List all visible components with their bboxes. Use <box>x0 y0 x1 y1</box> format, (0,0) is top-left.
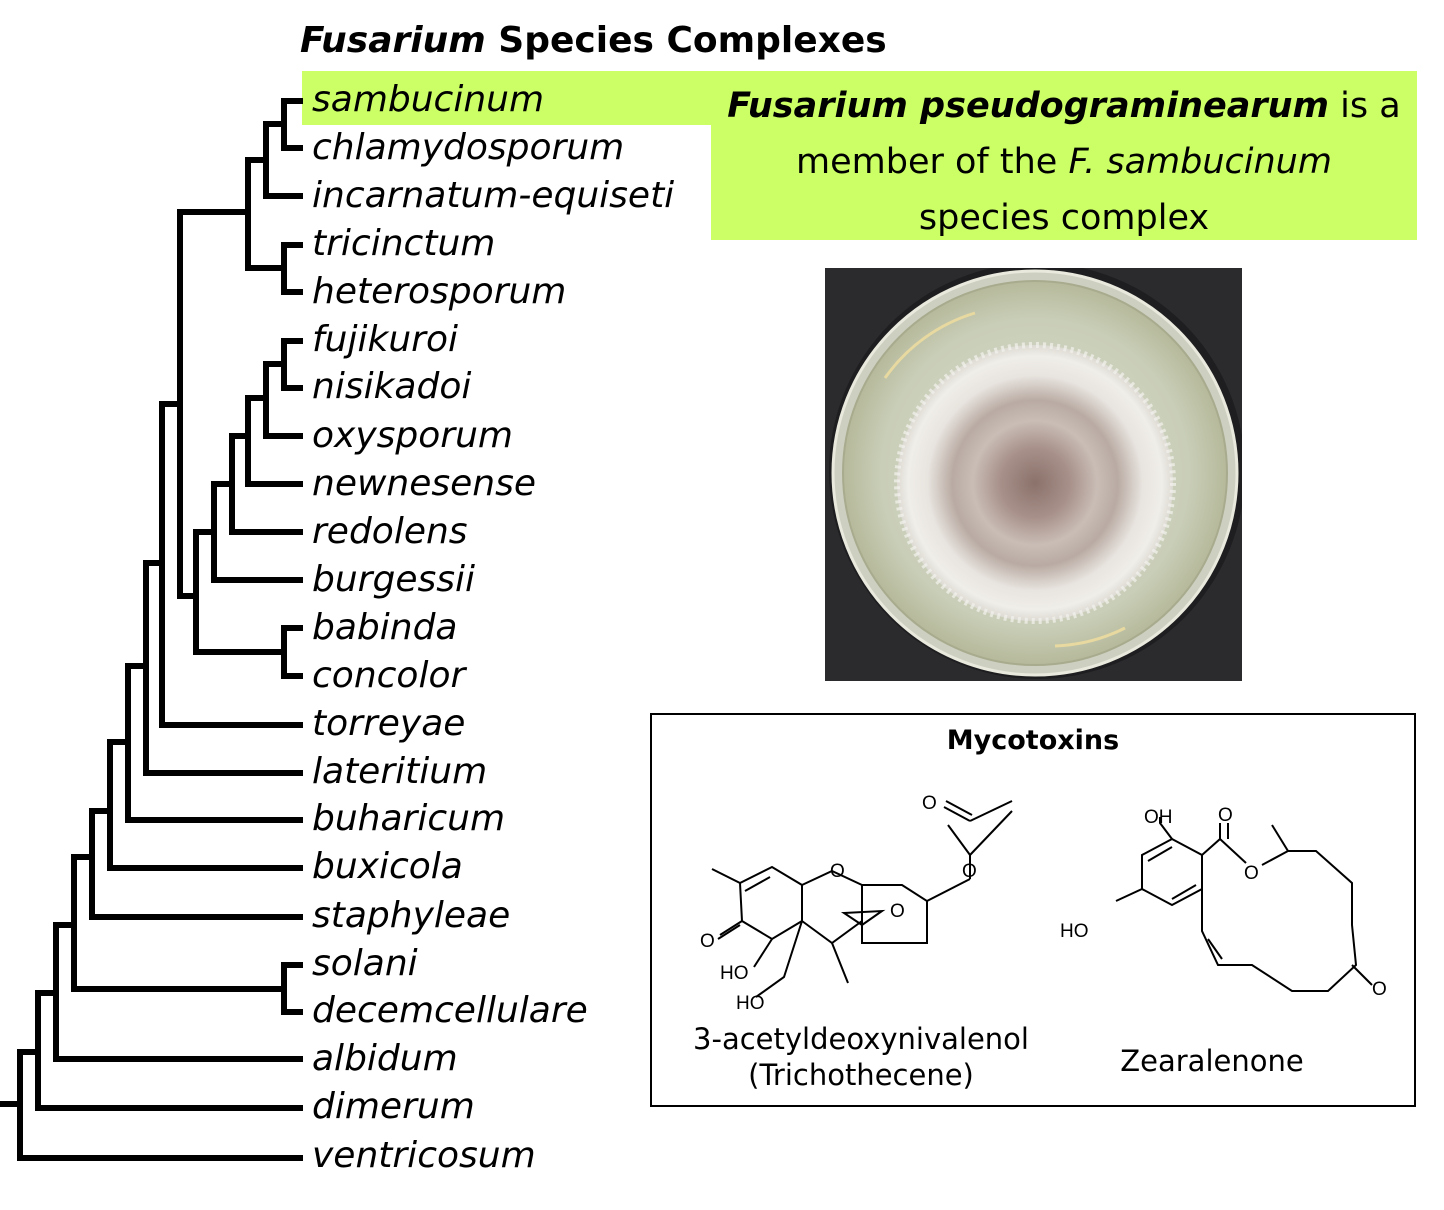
atom-o7: O <box>1244 863 1259 884</box>
leaf-ventricosum: ventricosum <box>312 1135 536 1176</box>
info-highlight-box <box>711 71 1417 240</box>
mycotoxin-structures: O O O O O HO HO OH O O HO O <box>700 793 1387 1014</box>
leaf-albidum: albidum <box>312 1038 458 1079</box>
leaf-sambucinum: sambucinum <box>312 79 545 120</box>
atom-ho3: HO <box>1060 921 1089 942</box>
highlight-note: Fusarium pseudograminearum is a member o… <box>711 78 1417 246</box>
title-genus: Fusarium <box>300 20 486 61</box>
atom-ho1: HO <box>720 963 749 984</box>
note-line2-start: member of the <box>796 142 1058 182</box>
atom-oh: OH <box>1144 807 1173 828</box>
leaf-decemcellulare: decemcellulare <box>312 990 588 1031</box>
leaf-chlamydosporum: chlamydosporum <box>312 127 625 168</box>
compound1-caption: 3-acetyldeoxynivalenol (Trichothecene) <box>676 1021 1046 1093</box>
leaf-oxysporum: oxysporum <box>312 415 513 456</box>
atom-o5: O <box>700 931 715 952</box>
note-line1-end: is a <box>1340 86 1401 126</box>
leaf-concolor: concolor <box>312 655 466 696</box>
leaf-incarnatum-equiseti: incarnatum-equiseti <box>312 175 675 216</box>
compound1-name: 3-acetyldeoxynivalenol <box>693 1022 1029 1056</box>
leaf-dimerum: dimerum <box>312 1086 475 1127</box>
atom-o4: O <box>890 901 905 922</box>
species-name: Fusarium pseudograminearum <box>727 86 1330 126</box>
leaf-buxicola: buxicola <box>312 846 463 887</box>
note-line3: species complex <box>918 198 1210 238</box>
atom-o1: O <box>922 793 937 814</box>
atom-o8: O <box>1372 979 1387 1000</box>
title-rest: Species Complexes <box>498 20 887 61</box>
leaf-heterosporum: heterosporum <box>312 271 567 312</box>
leaf-torreyae: torreyae <box>312 703 466 744</box>
leaf-newnesense: newnesense <box>312 463 536 504</box>
mycotoxins-panel: Mycotoxins <box>650 713 1416 1107</box>
leaf-fujikuroi: fujikuroi <box>312 319 458 360</box>
petri-dish-photo <box>825 268 1242 681</box>
compound1-class: (Trichothecene) <box>748 1058 974 1092</box>
mycotoxins-title: Mycotoxins <box>946 725 1120 756</box>
sambucinum-highlight <box>302 71 762 125</box>
leaf-nisikadoi: nisikadoi <box>312 366 472 407</box>
leaf-babinda: babinda <box>312 607 458 648</box>
leaf-burgessii: burgessii <box>312 559 475 600</box>
leaf-staphyleae: staphyleae <box>312 895 511 936</box>
atom-o6: O <box>1218 805 1233 826</box>
compound2-name: Zearalenone <box>1120 1044 1304 1078</box>
complex-name: F. sambucinum <box>1068 142 1332 182</box>
leaf-buharicum: buharicum <box>312 798 506 839</box>
atom-ho2: HO <box>736 993 765 1014</box>
leaf-solani: solani <box>312 943 418 984</box>
leaf-lateritium: lateritium <box>312 751 488 792</box>
figure-title: Fusarium Species Complexes <box>300 20 887 61</box>
compound2-caption: Zearalenone <box>1072 1043 1352 1079</box>
leaf-redolens: redolens <box>312 511 468 552</box>
atom-o2: O <box>962 861 977 882</box>
atom-o3: O <box>830 861 845 882</box>
phylogenetic-tree <box>0 98 303 1161</box>
leaf-tricinctum: tricinctum <box>312 223 496 264</box>
